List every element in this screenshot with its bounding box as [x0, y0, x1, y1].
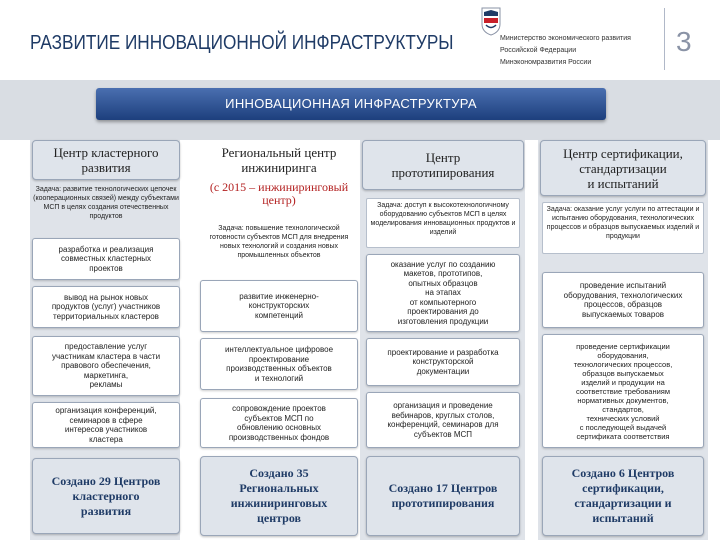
- page-number: 3: [676, 26, 692, 57]
- header: РАЗВИТИЕ ИННОВАЦИОННОЙ ИНФРАСТРУКТУРЫ Ми…: [0, 0, 720, 78]
- header-divider: [664, 8, 665, 70]
- ministry-line: Минэкономразвития России: [500, 59, 592, 66]
- list-item: организация и проведение вебинаров, круг…: [366, 392, 520, 448]
- column-title: Центр прототипирования: [391, 150, 495, 180]
- list-item: оказание услуг по созданию макетов, прот…: [366, 254, 520, 332]
- list-item: проведение испытаний оборудования, техно…: [542, 272, 704, 328]
- created-count-engineering: Создано 35 Региональных инжиниринговых ц…: [200, 456, 358, 536]
- column-header-certification: Центр сертификации, стандартизации и исп…: [540, 140, 706, 196]
- created-count-prototyping: Создано 17 Центров прототипирования: [366, 456, 520, 536]
- column-title: Региональный центр инжиниринга: [221, 145, 337, 175]
- created-count-cluster: Создано 29 Центров кластерного развития: [32, 458, 180, 534]
- list-item: предоставление услуг участникам кластера…: [32, 336, 180, 396]
- column-header-prototyping: Центр прототипирования: [362, 140, 524, 190]
- ministry-line: Российской Федерации: [500, 47, 577, 54]
- list-item: организация конференций, семинаров в сфе…: [32, 402, 180, 448]
- list-item: разработка и реализация совместных класт…: [32, 238, 180, 280]
- created-count-certification: Создано 6 Центров сертификации, стандарт…: [542, 456, 704, 536]
- column-task: Задача: оказание услуг услуги по аттеста…: [542, 202, 704, 254]
- list-item: интеллектуальное цифровое проектирование…: [200, 338, 358, 390]
- column-title: Центр сертификации, стандартизации и исп…: [563, 145, 683, 191]
- column-header-cluster: Центр кластерного развития: [32, 140, 180, 180]
- column-task: Задача: развитие технологических цепочек…: [33, 186, 179, 220]
- ministry-name: Министерство экономического развития Рос…: [500, 33, 660, 69]
- column-header-engineering: Региональный центр инжиниринга: [200, 140, 358, 180]
- list-item: проведение сертификации оборудования, те…: [542, 334, 704, 448]
- page-title: РАЗВИТИЕ ИННОВАЦИОННОЙ ИНФРАСТРУКТУРЫ: [30, 32, 454, 54]
- ministry-line: Министерство экономического развития: [500, 35, 631, 42]
- ministry-emblem-icon: [481, 7, 501, 36]
- list-item: проектирование и разработка конструкторс…: [366, 338, 520, 386]
- banner-title: ИННОВАЦИОННАЯ ИНФРАСТРУКТУРА: [96, 88, 606, 120]
- list-item: развитие инженерно- конструкторских комп…: [200, 280, 358, 332]
- column-task: Задача: доступ к высокотехнологичному об…: [366, 198, 520, 248]
- column-task: Задача: повышение технологической готовн…: [209, 225, 349, 259]
- column-title: Центр кластерного развития: [53, 145, 159, 175]
- list-item: сопровождение проектов субъектов МСП по …: [200, 398, 358, 448]
- list-item: вывод на рынок новых продуктов (услуг) у…: [32, 286, 180, 328]
- column-subtitle: (с 2015 – инжиниринговый центр): [209, 180, 349, 207]
